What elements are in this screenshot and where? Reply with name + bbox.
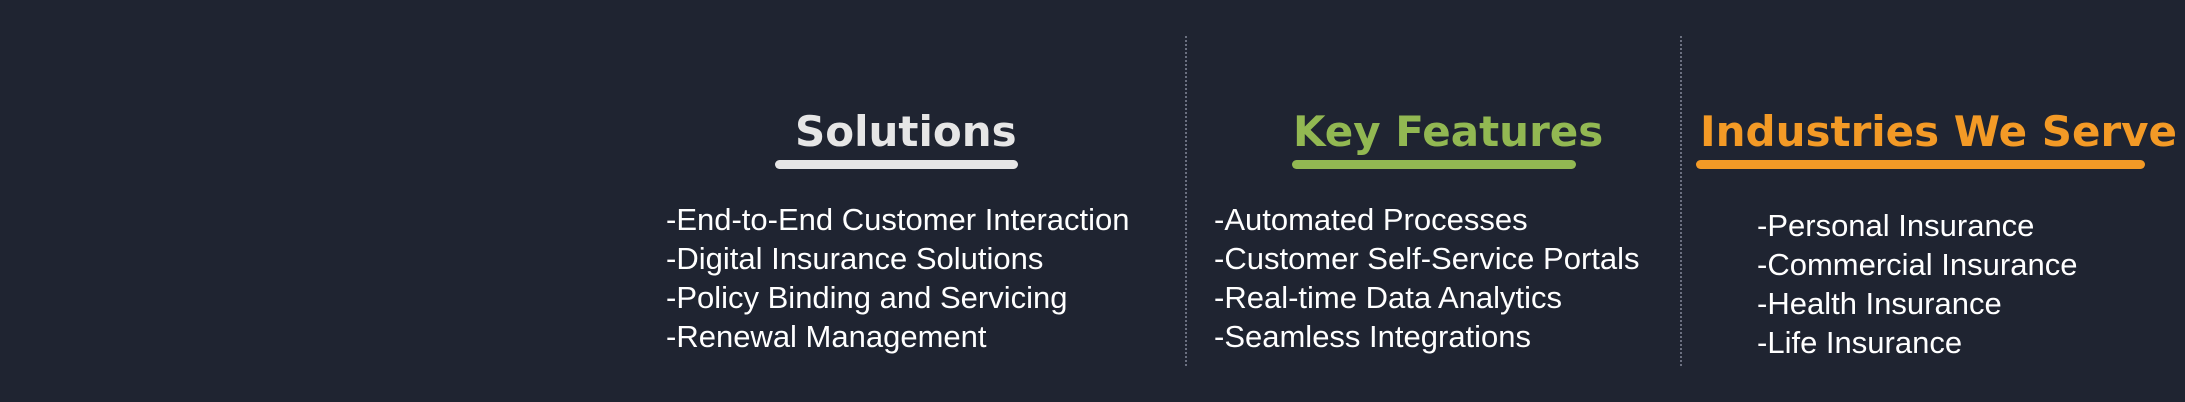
list-item: -Seamless Integrations	[1214, 319, 1532, 354]
column-divider-left	[1185, 36, 1187, 366]
industries-list: -Personal Insurance -Commercial Insuranc…	[1757, 206, 2077, 362]
list-item: -Customer Self-Service Portals	[1214, 241, 1640, 276]
list-item: -Life Insurance	[1757, 325, 1963, 360]
key-features-heading: Key Features	[1293, 107, 1604, 156]
list-item: -Policy Binding and Servicing	[666, 280, 1068, 315]
list-item: -Health Insurance	[1757, 286, 2002, 321]
list-item: -Digital Insurance Solutions	[666, 241, 1044, 276]
list-item: -Renewal Management	[666, 319, 987, 354]
list-item: -Commercial Insurance	[1757, 247, 2078, 282]
list-item: -End-to-End Customer Interaction	[666, 202, 1130, 237]
list-item: -Automated Processes	[1214, 202, 1528, 237]
solutions-heading: Solutions	[795, 107, 1017, 156]
industries-heading: Industries We Serve	[1700, 107, 2178, 156]
solutions-underline	[775, 160, 1018, 169]
key-features-underline	[1292, 160, 1576, 169]
key-features-list: -Automated Processes -Customer Self-Serv…	[1214, 200, 1640, 356]
list-item: -Personal Insurance	[1757, 208, 2035, 243]
industries-underline	[1696, 160, 2145, 169]
list-item: -Real-time Data Analytics	[1214, 280, 1563, 315]
solutions-list: -End-to-End Customer Interaction -Digita…	[666, 200, 1130, 356]
column-divider-right	[1680, 36, 1682, 366]
